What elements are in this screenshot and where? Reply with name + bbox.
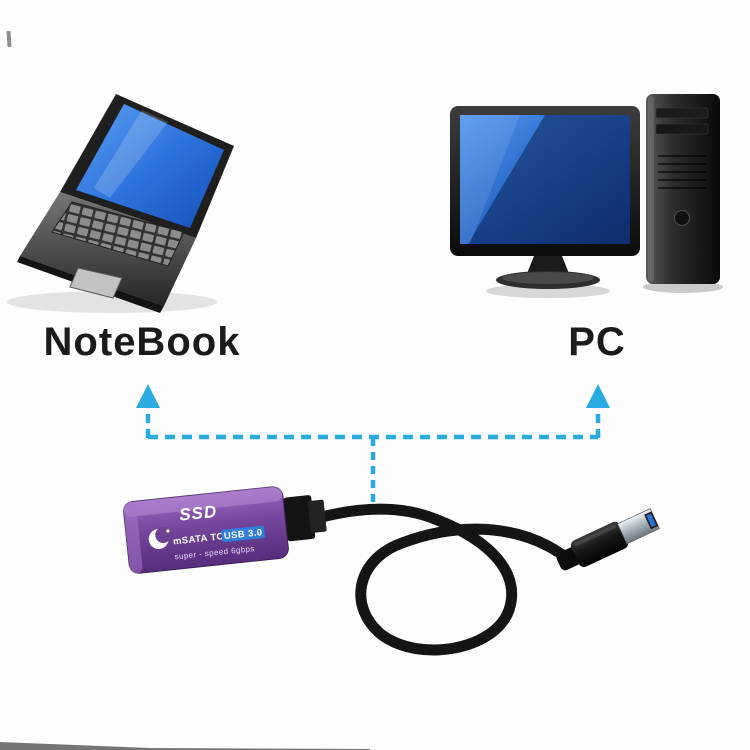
adapter-usb3-badge [221, 525, 265, 543]
adapter-left-cap [123, 501, 143, 574]
connection-arrows [136, 384, 610, 514]
adapter-logo-icon [148, 526, 172, 549]
adapter-port [283, 495, 316, 542]
monitor-shadow [486, 284, 610, 298]
adapter-spec-text: mSATA TO [172, 531, 224, 547]
tower [646, 94, 720, 284]
usb-cable-assembly: SSD mSATA TO USB 3.0 super - speed 6gbps [123, 486, 660, 656]
adapter-port-boot [307, 499, 327, 533]
pc-label: PC [568, 320, 626, 364]
monitor [450, 106, 640, 289]
drive-bay [655, 107, 709, 119]
laptop-illustration [7, 94, 234, 313]
ssd-adapter: SSD mSATA TO USB 3.0 super - speed 6gbps [123, 486, 327, 574]
laptop-touchpad [69, 267, 123, 299]
usb-plug [556, 508, 660, 571]
usb-cable [312, 503, 576, 656]
monitor-screen-reflection [468, 115, 630, 244]
laptop-screen [76, 104, 224, 228]
laptop-keyboard [51, 201, 185, 267]
scan-artifact-bottom-left [0, 742, 370, 750]
drive-bay [655, 123, 709, 135]
tower-vents [658, 155, 706, 189]
power-button-icon [673, 209, 691, 227]
left-up-arrow [136, 384, 160, 408]
laptop-screen-glare [94, 110, 168, 198]
adapter-usb3-badge-text: USB 3.0 [223, 527, 263, 542]
tower-edge-highlight [648, 96, 654, 282]
right-up-arrow [586, 384, 610, 408]
desktop-pc-illustration [450, 94, 723, 298]
usb-plug-tongue [646, 513, 657, 528]
adapter-top-bevel [123, 486, 283, 517]
notebook-label: NoteBook [44, 320, 241, 364]
adapter-brand-text: SSD [178, 502, 218, 525]
usb-plug-body [570, 521, 629, 567]
monitor-base-top [502, 272, 594, 284]
monitor-screen-glare [460, 115, 520, 244]
scan-artifact-top-left [6, 30, 12, 48]
usb-plug-highlight [574, 524, 617, 547]
monitor-stand [526, 256, 570, 276]
